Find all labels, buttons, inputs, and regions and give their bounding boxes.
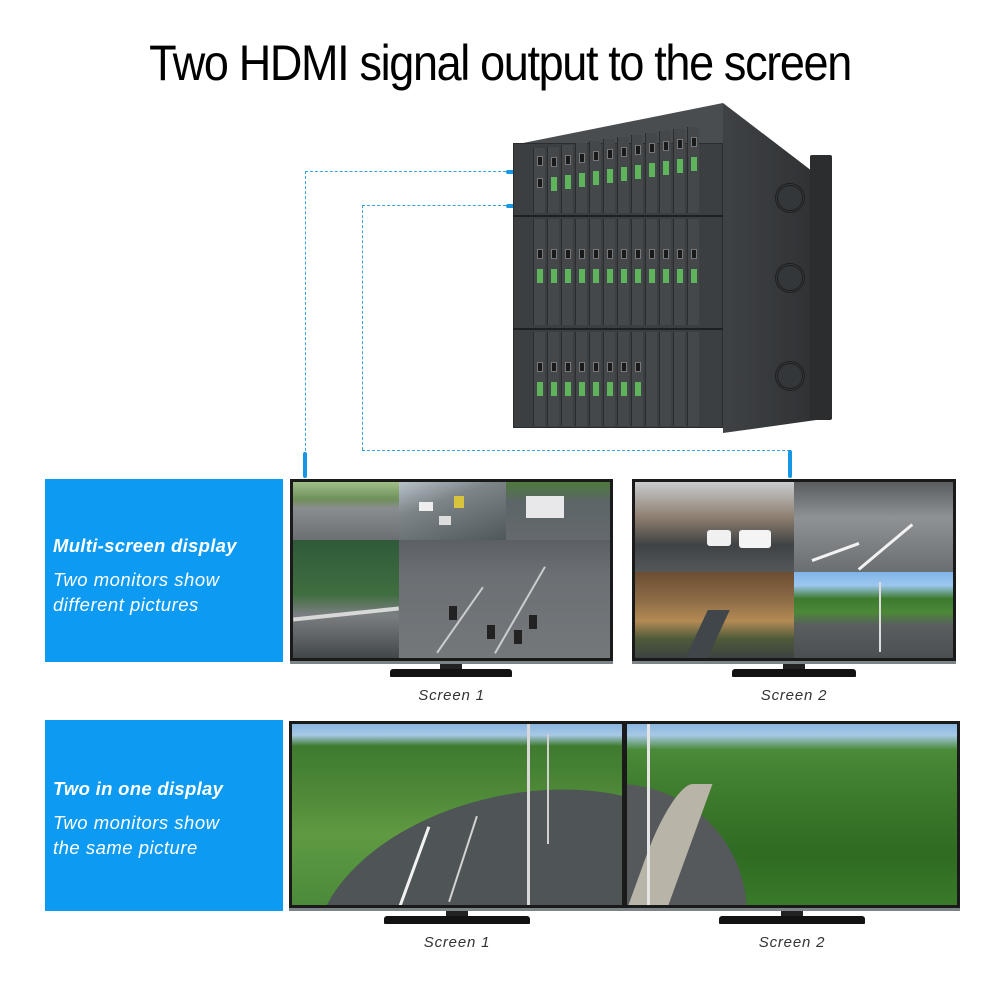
- two-in-one-info-panel: Two in one display Two monitors show the…: [45, 720, 283, 911]
- screen-label: Screen 1: [423, 934, 491, 951]
- video-tile-truck: [506, 482, 610, 540]
- monitor-screen-2-combined: Screen 2: [624, 721, 960, 951]
- video-tile-intersection: [399, 540, 610, 658]
- video-tile-underground-parking: [794, 482, 953, 572]
- section-description: Two monitors show different pictures: [53, 569, 220, 615]
- video-tile-highway-left-half: [292, 724, 622, 905]
- screen-label: Screen 1: [418, 687, 485, 704]
- page-title: Two HDMI signal output to the screen: [149, 35, 852, 91]
- screen-label: Screen 2: [758, 934, 826, 951]
- rack-mount-ear: [810, 155, 832, 420]
- fan-icon: [775, 183, 805, 213]
- section-title: Multi-screen display: [53, 535, 237, 556]
- video-tile-highway-right-half: [627, 724, 957, 905]
- video-tile-parking-lot: [293, 482, 399, 540]
- video-tile-highway-traffic: [399, 482, 506, 540]
- section-description: Two monitors show the same picture: [53, 812, 220, 858]
- section-title: Two in one display: [53, 778, 224, 799]
- screen-label: Screen 2: [760, 687, 828, 704]
- monitor-screen-1: Screen 1: [290, 479, 613, 709]
- video-tile-mountain-highway: [293, 540, 399, 658]
- video-tile-mountain-expressway: [635, 572, 794, 658]
- video-tile-indoor-parking: [635, 482, 794, 572]
- monitor-screen-2: Screen 2: [632, 479, 956, 709]
- fan-icon: [775, 263, 805, 293]
- monitor-screen-1-combined: Screen 1: [289, 721, 625, 951]
- multi-screen-info-panel: Multi-screen display Two monitors show d…: [45, 479, 283, 662]
- fan-icon: [775, 361, 805, 391]
- video-wall-controller-image: [513, 103, 838, 433]
- video-tile-curved-highway: [794, 572, 953, 658]
